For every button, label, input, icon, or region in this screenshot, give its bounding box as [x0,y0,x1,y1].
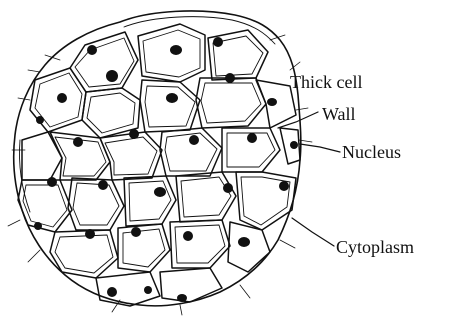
nucleus [85,229,95,239]
label-nucleus: Nucleus [342,142,401,162]
nucleus [106,70,118,82]
cell [176,172,236,222]
nucleus [36,116,44,124]
cells [18,24,300,306]
nucleus [247,133,257,143]
nucleus [177,294,187,302]
leader-lines [278,112,340,246]
nucleus [170,45,182,55]
cell [160,268,222,302]
cytoplasm-leader [292,218,334,246]
nucleus [267,98,277,106]
cell [118,224,170,272]
nucleus [154,187,166,197]
label-wall: Wall [322,104,356,124]
nucleus [98,180,108,190]
nucleus [131,227,141,237]
nucleus [166,93,178,103]
inner-walls [23,30,290,273]
nucleus [189,135,199,145]
nucleus [183,231,193,241]
nucleus [47,177,57,187]
cell [124,176,176,226]
nucleus [279,181,289,191]
tissue-outline [14,11,301,306]
nucleus [213,37,223,47]
label-cytoplasm: Cytoplasm [336,237,414,257]
nucleus [223,183,233,193]
label-thick-cell: Thick cell [290,72,362,92]
nucleus-leader [300,144,340,152]
nucleus [144,286,152,294]
nucleus [238,237,250,247]
nucleus [225,73,235,83]
nucleus [57,93,67,103]
wall-leader [278,112,318,128]
nucleus [107,287,117,297]
cell [18,180,72,232]
nucleus [129,129,139,139]
nucleus [87,45,97,55]
nucleus [290,141,298,149]
nucleus [73,137,83,147]
nucleus [34,222,42,230]
